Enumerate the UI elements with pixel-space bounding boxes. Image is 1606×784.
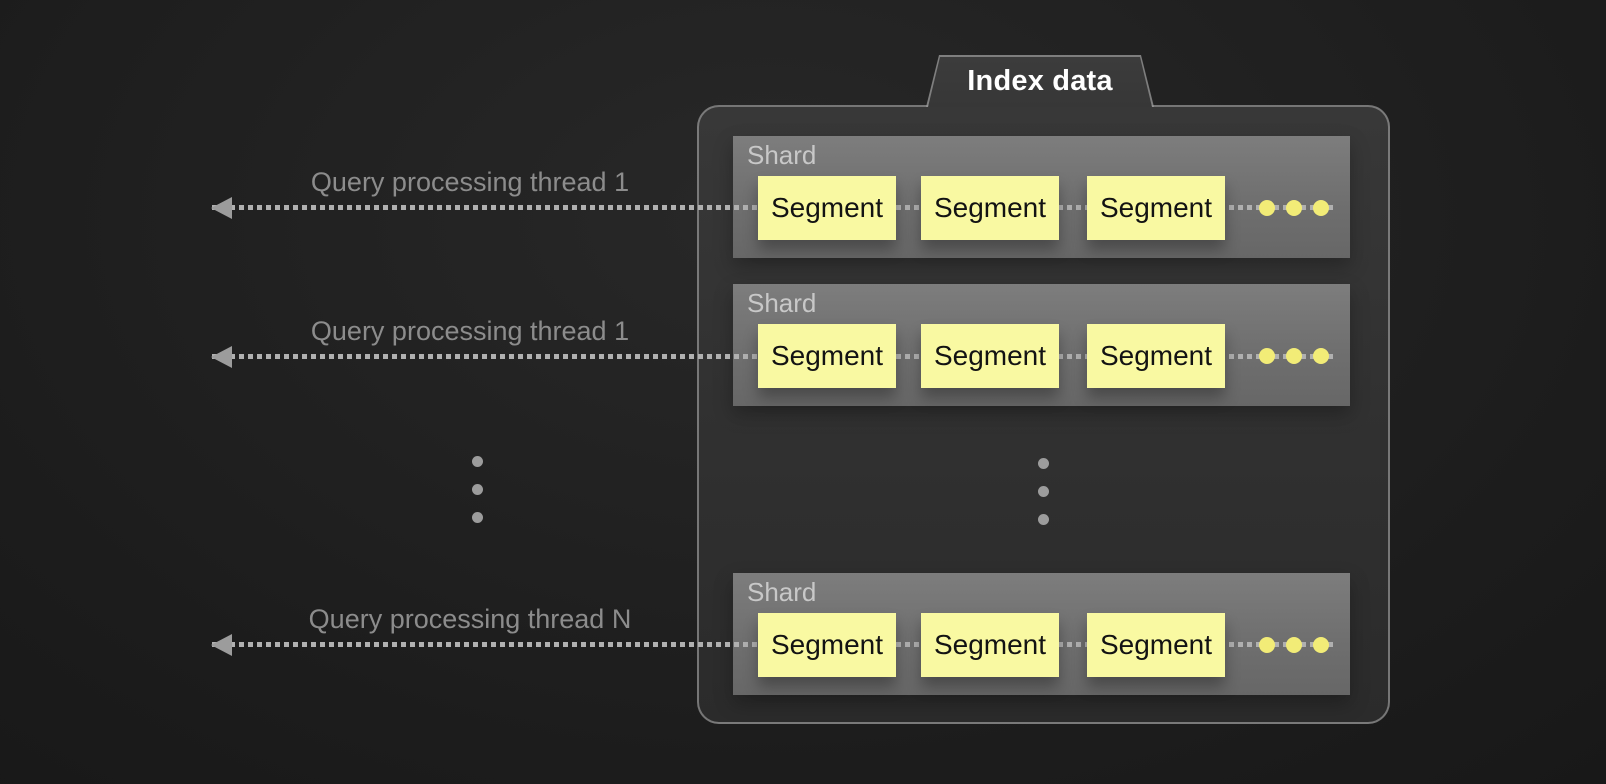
ellipsis-dot: [1038, 486, 1049, 497]
segment-box: Segment: [1087, 613, 1225, 677]
thread-label-1: Query processing thread 1: [310, 167, 630, 197]
segment-ellipsis-dot: [1286, 637, 1302, 653]
segment-ellipsis-dot: [1286, 200, 1302, 216]
vertical-dots-icon: [472, 456, 483, 523]
arrow-left-icon: [211, 346, 232, 368]
shard-label: Shard: [747, 288, 817, 318]
segment-ellipsis-dot: [1313, 348, 1329, 364]
segment-box: Segment: [758, 324, 896, 388]
shard-label: Shard: [747, 577, 817, 607]
segment-box: Segment: [1087, 324, 1225, 388]
segment-ellipsis-dot: [1313, 200, 1329, 216]
segment-ellipsis-dot: [1259, 637, 1275, 653]
arrow-left-icon: [211, 634, 232, 656]
ellipsis-dot: [472, 456, 483, 467]
vertical-dots-icon: [1038, 458, 1049, 525]
segment-box: Segment: [1087, 176, 1225, 240]
segment-box: Segment: [921, 324, 1059, 388]
segment-box: Segment: [921, 176, 1059, 240]
index-data-tab: [926, 55, 1154, 107]
ellipsis-dot: [1038, 458, 1049, 469]
shard-box-1: Shard Segment Segment Segment: [733, 136, 1350, 258]
shard-box-n: Shard Segment Segment Segment: [733, 573, 1350, 695]
ellipsis-dot: [472, 512, 483, 523]
thread-label-n: Query processing thread N: [308, 604, 632, 634]
ellipsis-dot: [1038, 514, 1049, 525]
segment-ellipsis-dot: [1286, 348, 1302, 364]
shard-box-2: Shard Segment Segment Segment: [733, 284, 1350, 406]
index-data-tab-face: [928, 57, 1152, 107]
arrow-left-icon: [211, 197, 232, 219]
index-data-title: Index data: [967, 65, 1113, 97]
segment-box: Segment: [758, 613, 896, 677]
segment-box: Segment: [921, 613, 1059, 677]
segment-box: Segment: [758, 176, 896, 240]
thread-label-2: Query processing thread 1: [310, 316, 630, 346]
segment-ellipsis-dot: [1313, 637, 1329, 653]
segment-ellipsis-dot: [1259, 200, 1275, 216]
segment-ellipsis-dot: [1259, 348, 1275, 364]
shard-label: Shard: [747, 140, 817, 170]
ellipsis-dot: [472, 484, 483, 495]
